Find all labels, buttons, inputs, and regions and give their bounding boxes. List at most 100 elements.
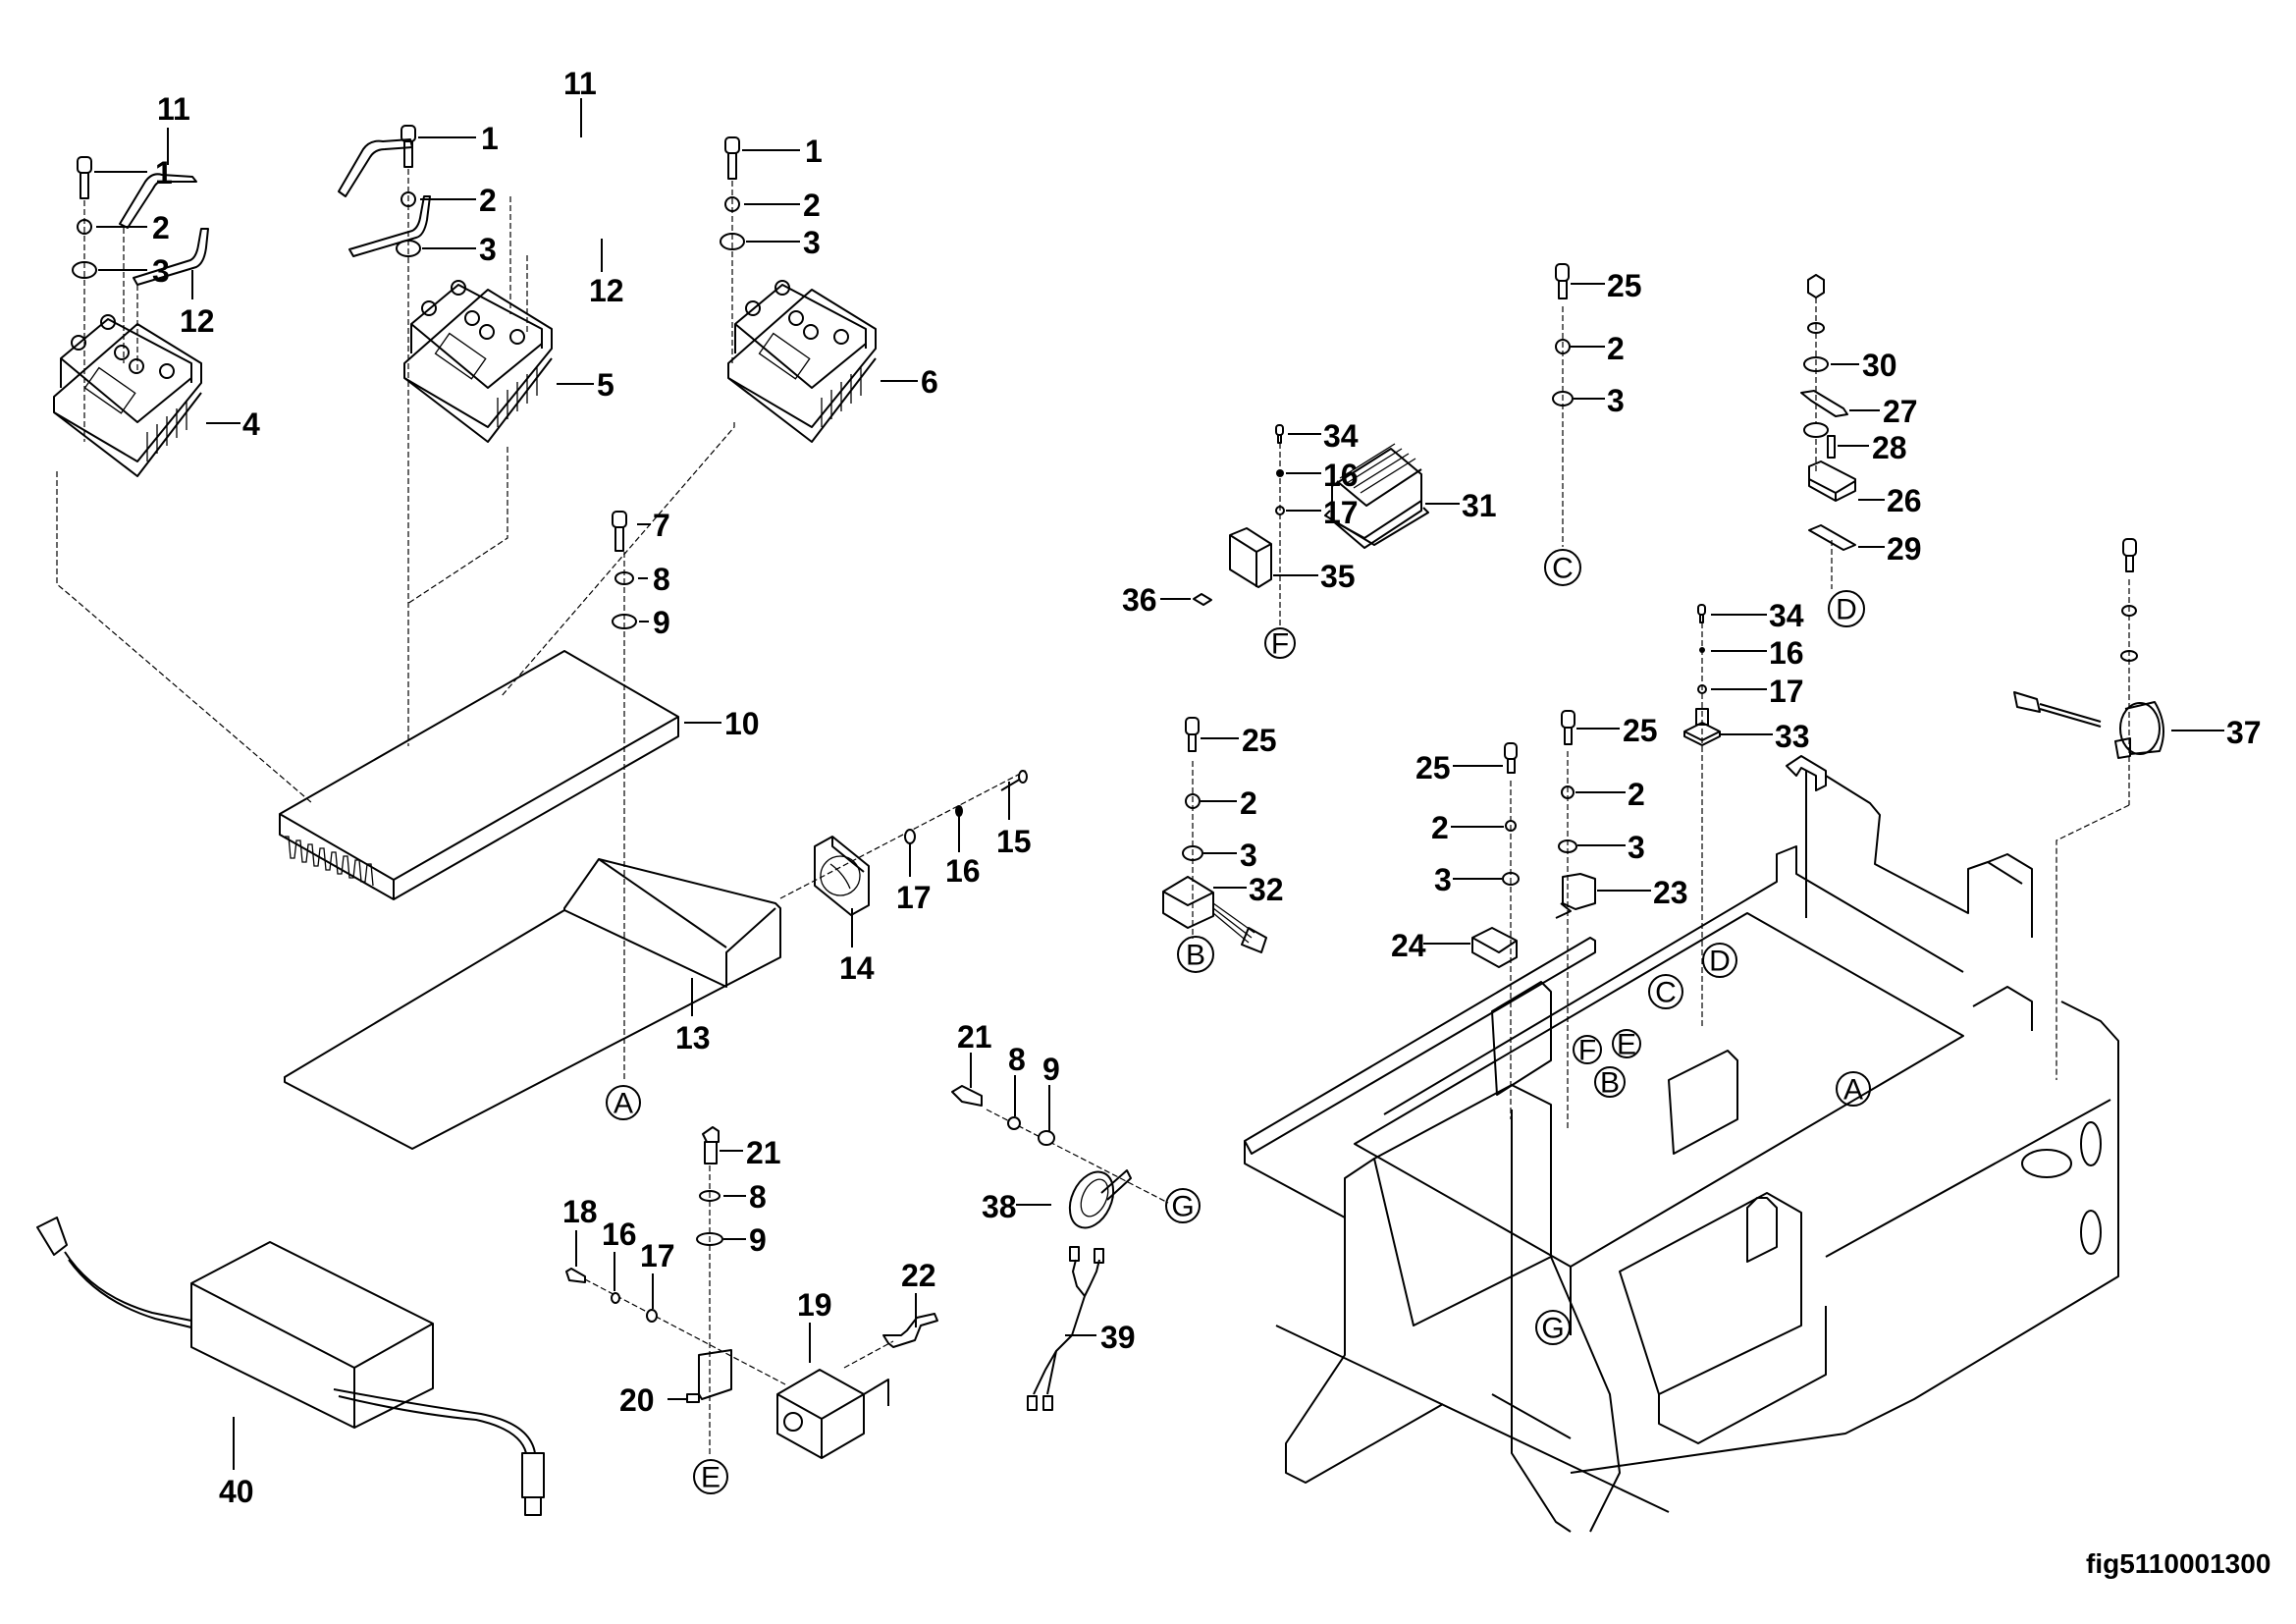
callout-24: 24: [1391, 928, 1426, 963]
busbar-icon: [882, 1313, 938, 1348]
callout-3: 3: [803, 225, 821, 260]
buzzer-icon: [2114, 701, 2164, 759]
horn-assembly: 21 8 9 38 G: [951, 1019, 1201, 1229]
callout-21: 21: [957, 1019, 992, 1055]
reference-G-circle: [1165, 1188, 1201, 1223]
callout-1: 1: [481, 121, 499, 156]
heatsink-assembly: 7 8 9 10 13 A: [279, 508, 781, 1150]
thermal-pad-icon: [1193, 593, 1212, 606]
callout-29: 29: [1887, 531, 1922, 567]
callout-9: 9: [749, 1222, 767, 1258]
motor-controller-icon: [403, 280, 553, 443]
fan-assembly: 14 15 16 17: [779, 770, 1032, 986]
callout-22: 22: [901, 1258, 936, 1293]
reference-F-frame: F: [1578, 1035, 1596, 1067]
connecting-bar-short: [133, 228, 209, 286]
controller-assembly-1: 1 2 3 11 12 4: [53, 91, 260, 477]
switch-33-assembly: 34 16 17 33: [1683, 598, 1810, 1026]
callout-34: 34: [1323, 418, 1359, 454]
contactor-assembly: 21 8 9 18 16 17 20 19: [562, 1126, 938, 1494]
buzzer-assembly: 37: [2013, 538, 2262, 1080]
reference-B: B: [1186, 940, 1205, 972]
reference-A-frame-circle: [1836, 1071, 1871, 1107]
connecting-bar-long: [119, 173, 197, 229]
reference-C-frame-circle: [1648, 974, 1683, 1009]
reference-F: F: [1271, 628, 1289, 661]
reference-E-circle: [693, 1459, 728, 1494]
callout-8: 8: [653, 562, 670, 597]
callout-39: 39: [1100, 1320, 1136, 1355]
callout-20: 20: [619, 1382, 655, 1418]
callout-19: 19: [797, 1287, 832, 1323]
callout-12: 12: [589, 273, 624, 308]
callout-7: 7: [653, 508, 670, 543]
callout-40: 40: [219, 1474, 254, 1509]
reference-D-frame-circle: [1702, 943, 1737, 978]
callout-2: 2: [1607, 331, 1625, 366]
connector-icon: [2013, 691, 2102, 728]
callout-1: 1: [805, 134, 823, 169]
callout-33: 33: [1775, 719, 1810, 754]
reference-B-frame-circle: [1594, 1066, 1626, 1098]
callout-3: 3: [1607, 383, 1625, 418]
figure-id: fig5110001300: [2086, 1548, 2270, 1579]
callout-9: 9: [1042, 1052, 1060, 1087]
callout-16: 16: [945, 853, 981, 889]
connecting-bar-long: [338, 138, 413, 197]
callout-6: 6: [921, 364, 938, 400]
callout-35: 35: [1320, 559, 1356, 594]
callout-2: 2: [152, 210, 170, 245]
callout-28: 28: [1872, 430, 1907, 465]
reference-D-circle: [1828, 590, 1865, 627]
callout-23: 23: [1653, 875, 1688, 910]
callout-2: 2: [1628, 777, 1645, 812]
callout-32: 32: [1249, 872, 1284, 907]
callout-2: 2: [1431, 810, 1449, 845]
reference-E-frame-circle: [1612, 1029, 1641, 1058]
reference-B-circle: [1177, 936, 1214, 973]
callout-3: 3: [1628, 830, 1645, 865]
callout-8: 8: [1008, 1042, 1026, 1077]
callout-17: 17: [896, 880, 932, 915]
callout-2: 2: [479, 183, 497, 218]
callout-25: 25: [1415, 750, 1451, 785]
callout-12: 12: [180, 303, 215, 339]
callout-25: 25: [1607, 268, 1642, 303]
callout-3: 3: [1434, 862, 1452, 897]
callout-5: 5: [597, 367, 614, 403]
callout-11: 11: [157, 91, 190, 127]
reference-A-frame: A: [1843, 1074, 1863, 1107]
bolt-icon: [77, 156, 92, 199]
power-plug-icon: [36, 1217, 192, 1328]
callout-8: 8: [749, 1179, 767, 1215]
reference-C-frame: C: [1655, 977, 1677, 1009]
reference-G: G: [1171, 1191, 1194, 1223]
callout-30: 30: [1862, 348, 1897, 383]
controller-assembly-2: 1 2 3 11 12 5: [338, 66, 624, 746]
callout-38: 38: [982, 1189, 1017, 1224]
connecting-bar-short: [348, 195, 431, 257]
control-module-icon: [1162, 876, 1267, 953]
callout-3: 3: [1240, 838, 1257, 873]
reference-E: E: [701, 1462, 721, 1494]
reference-A-circle: [606, 1085, 641, 1120]
heatsink-plate-icon: [279, 650, 679, 900]
reference-A: A: [614, 1088, 633, 1120]
callout-26: 26: [1887, 483, 1922, 518]
callout-17: 17: [1323, 495, 1359, 530]
main-contactor-icon: [776, 1369, 889, 1459]
callout-10: 10: [724, 706, 760, 741]
sensor-assembly: 34 16 17 35 36 F: [1122, 418, 1359, 661]
fuse-holder-assembly: 30 27 28 26 29 D: [1800, 274, 1922, 627]
callout-18: 18: [562, 1194, 598, 1229]
relay-assembly: 25 2 3 24 25 2 3 23: [1391, 710, 1688, 1129]
callout-34: 34: [1769, 598, 1804, 633]
callout-14: 14: [839, 950, 875, 986]
reference-C-circle: [1544, 549, 1581, 586]
reference-D-frame: D: [1709, 946, 1731, 978]
callout-16: 16: [1323, 458, 1359, 493]
callout-17: 17: [1769, 674, 1804, 709]
insulator-plate-icon: [1808, 524, 1856, 551]
reference-G-frame: G: [1541, 1313, 1564, 1345]
